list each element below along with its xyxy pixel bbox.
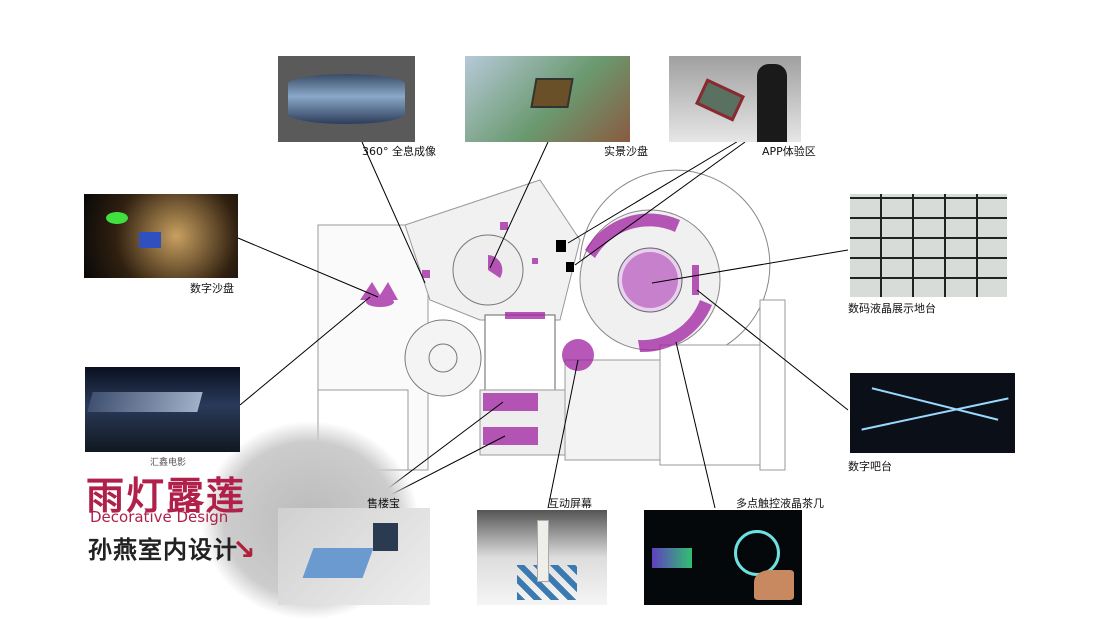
sales-kiosk-photo bbox=[278, 508, 430, 605]
interactive-floor-photo bbox=[477, 510, 607, 605]
label-sales-kiosk: 售楼宝 bbox=[367, 497, 400, 510]
lcd-floor-photo bbox=[850, 194, 1007, 297]
app-kiosk-photo bbox=[669, 56, 801, 142]
digital-sand-table-photo bbox=[84, 194, 238, 278]
arrow-down-right-icon: ↘ bbox=[232, 533, 256, 566]
logo-chinese: 雨灯露莲 bbox=[86, 473, 247, 518]
label-real-sand-table: 实景沙盘 bbox=[604, 145, 648, 158]
label-digital-sand-table: 数字沙盘 bbox=[190, 282, 234, 295]
multitouch-table-photo bbox=[644, 510, 802, 605]
panorama-theater-photo bbox=[85, 367, 240, 452]
label-hologram: 360° 全息成像 bbox=[362, 145, 436, 158]
label-digital-bar: 数字吧台 bbox=[848, 460, 892, 473]
hologram-360-photo bbox=[278, 56, 415, 142]
label-multitouch-table: 多点触控液晶茶几 bbox=[736, 497, 824, 510]
logo-english: Decorative Design bbox=[90, 508, 229, 526]
label-app-zone: APP体验区 bbox=[762, 145, 816, 158]
label-interactive-screen: 互动屏幕 bbox=[548, 497, 592, 510]
logo-small-text: 汇鑫电影 bbox=[150, 458, 187, 468]
digital-bar-photo bbox=[850, 373, 1015, 453]
exhibit-highlights bbox=[360, 213, 712, 445]
label-lcd-floor: 数码液晶展示地台 bbox=[848, 302, 936, 315]
floor-plan bbox=[317, 169, 786, 471]
logo-subtitle: 孙燕室内设计 bbox=[88, 536, 238, 564]
real-sand-table-photo bbox=[465, 56, 630, 142]
